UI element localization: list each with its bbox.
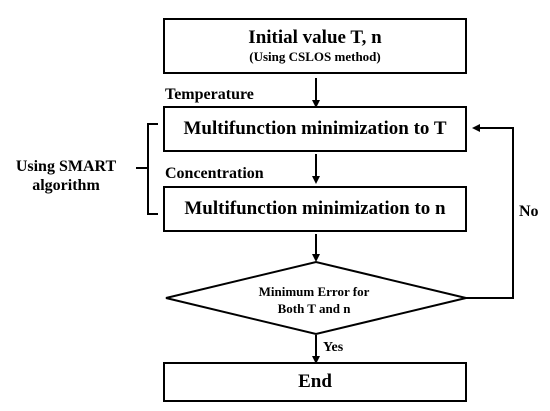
decision-line1: Minimum Error for [258, 284, 370, 299]
end-box: End [163, 362, 467, 402]
concentration-label: Concentration [165, 165, 264, 182]
yes-label: Yes [323, 340, 344, 355]
decision-line2: Both T and n [277, 301, 351, 316]
min-t-label: Multifunction minimization to T [183, 118, 447, 139]
min-n-box: Multifunction minimization to n [163, 186, 467, 232]
initial-value-subtitle: (Using CSLOS method) [249, 49, 381, 64]
min-n-label: Multifunction minimization to n [184, 198, 446, 219]
no-loop-line [465, 124, 514, 299]
end-label: End [298, 371, 332, 392]
smart-bracket [147, 123, 158, 215]
smart-algorithm-label: Using SMART algorithm [2, 157, 130, 195]
smart-line1: Using SMART [15, 158, 117, 175]
decision-diamond [165, 260, 467, 336]
no-label: No [519, 203, 539, 220]
decision-text: Minimum Error for Both T and n [214, 280, 414, 320]
smart-line2: algorithm [32, 177, 100, 194]
min-t-box: Multifunction minimization to T [163, 106, 467, 152]
temperature-label: Temperature [165, 86, 254, 103]
initial-value-title: Initial value T, n [248, 27, 382, 48]
initial-value-box: Initial value T, n (Using CSLOS method) [163, 18, 467, 74]
